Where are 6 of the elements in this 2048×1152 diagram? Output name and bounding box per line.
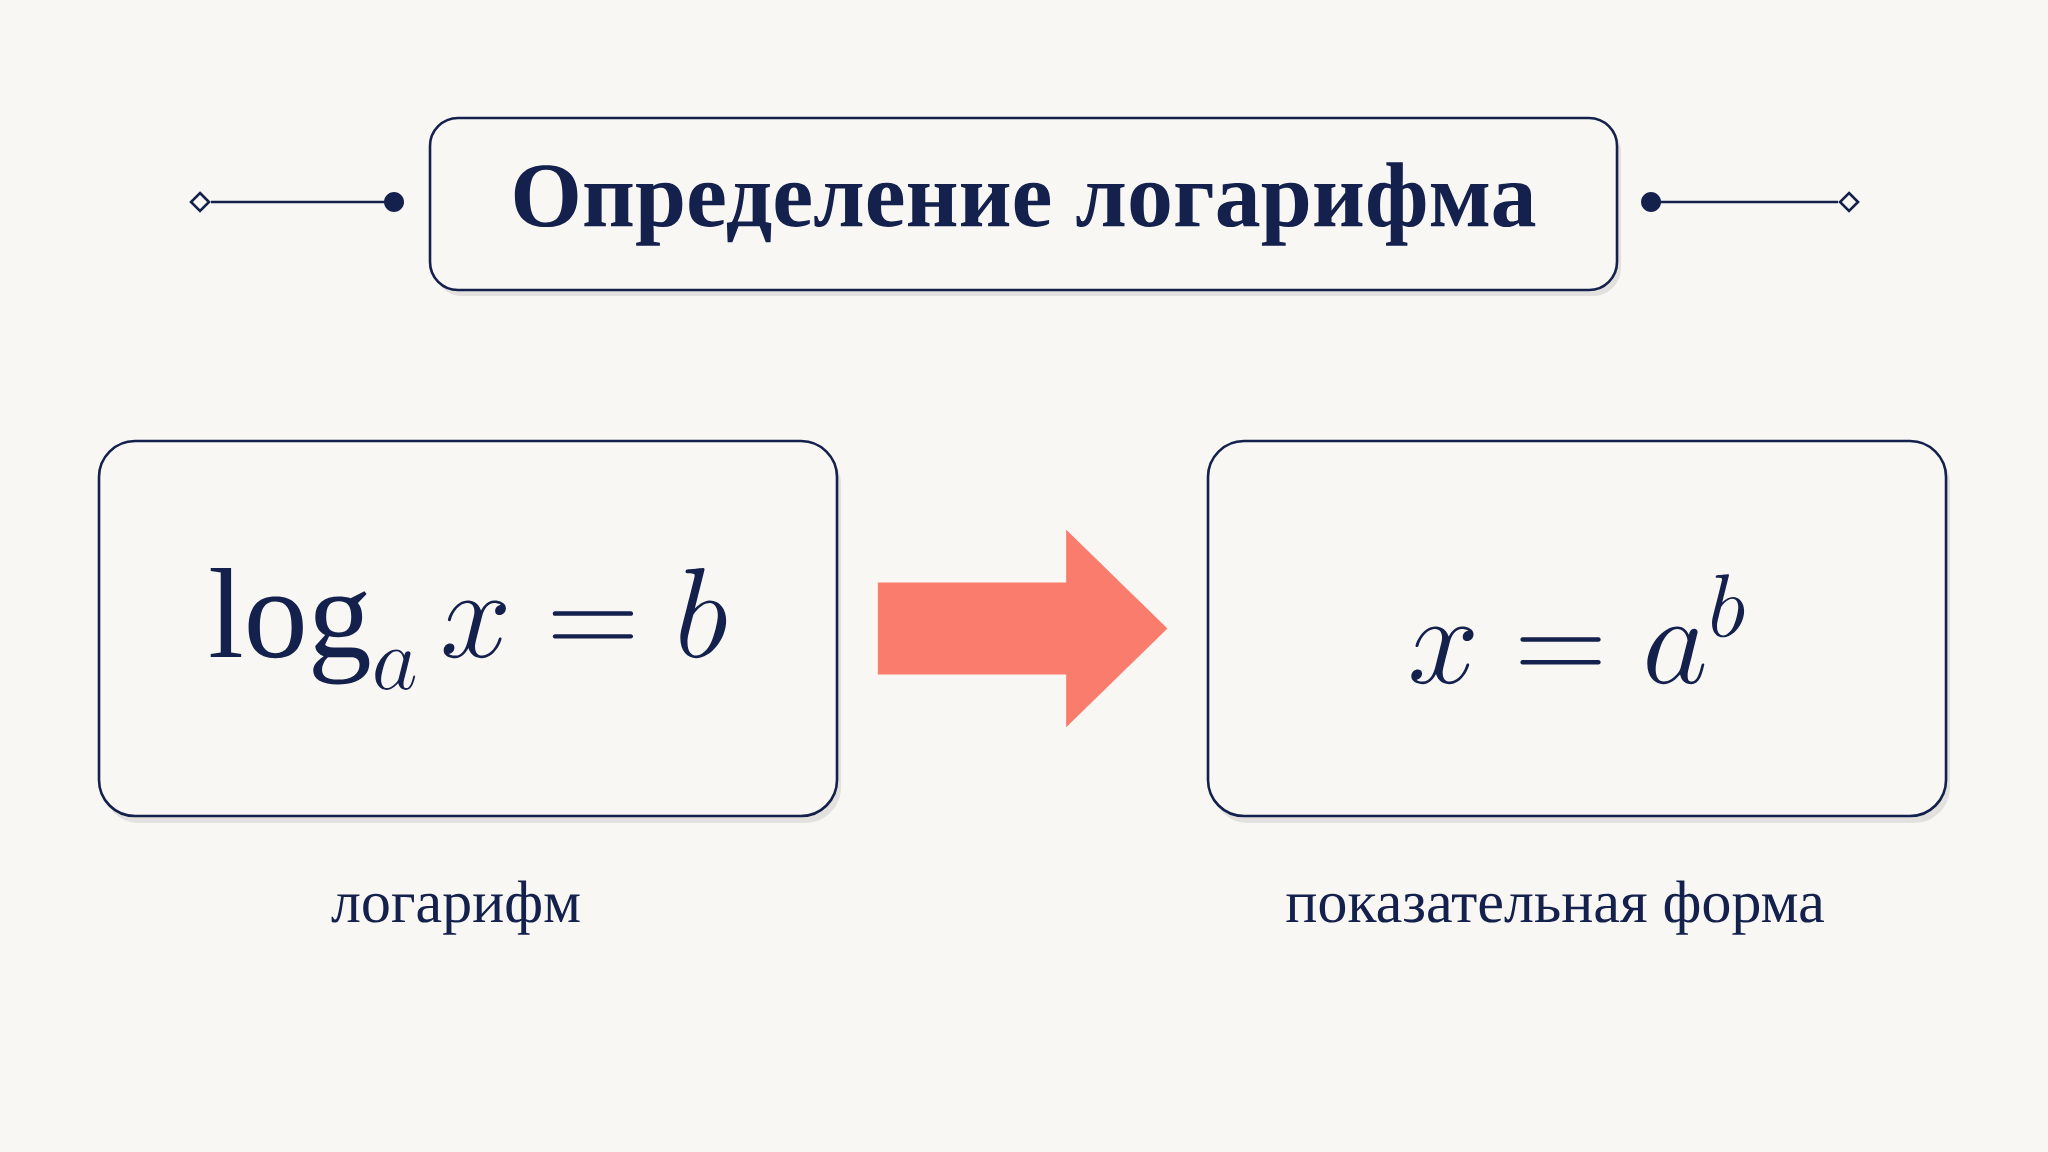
caption-label: показательная форма [1286,880,1824,935]
block-arrow [877,530,1168,727]
formula-box: $x = a^b$ [1206,439,1948,818]
formula-box: $\log_a x = b$ [97,439,839,818]
title-box: Определение логарифма [428,116,1619,292]
caption-label: логарифм [331,880,580,935]
